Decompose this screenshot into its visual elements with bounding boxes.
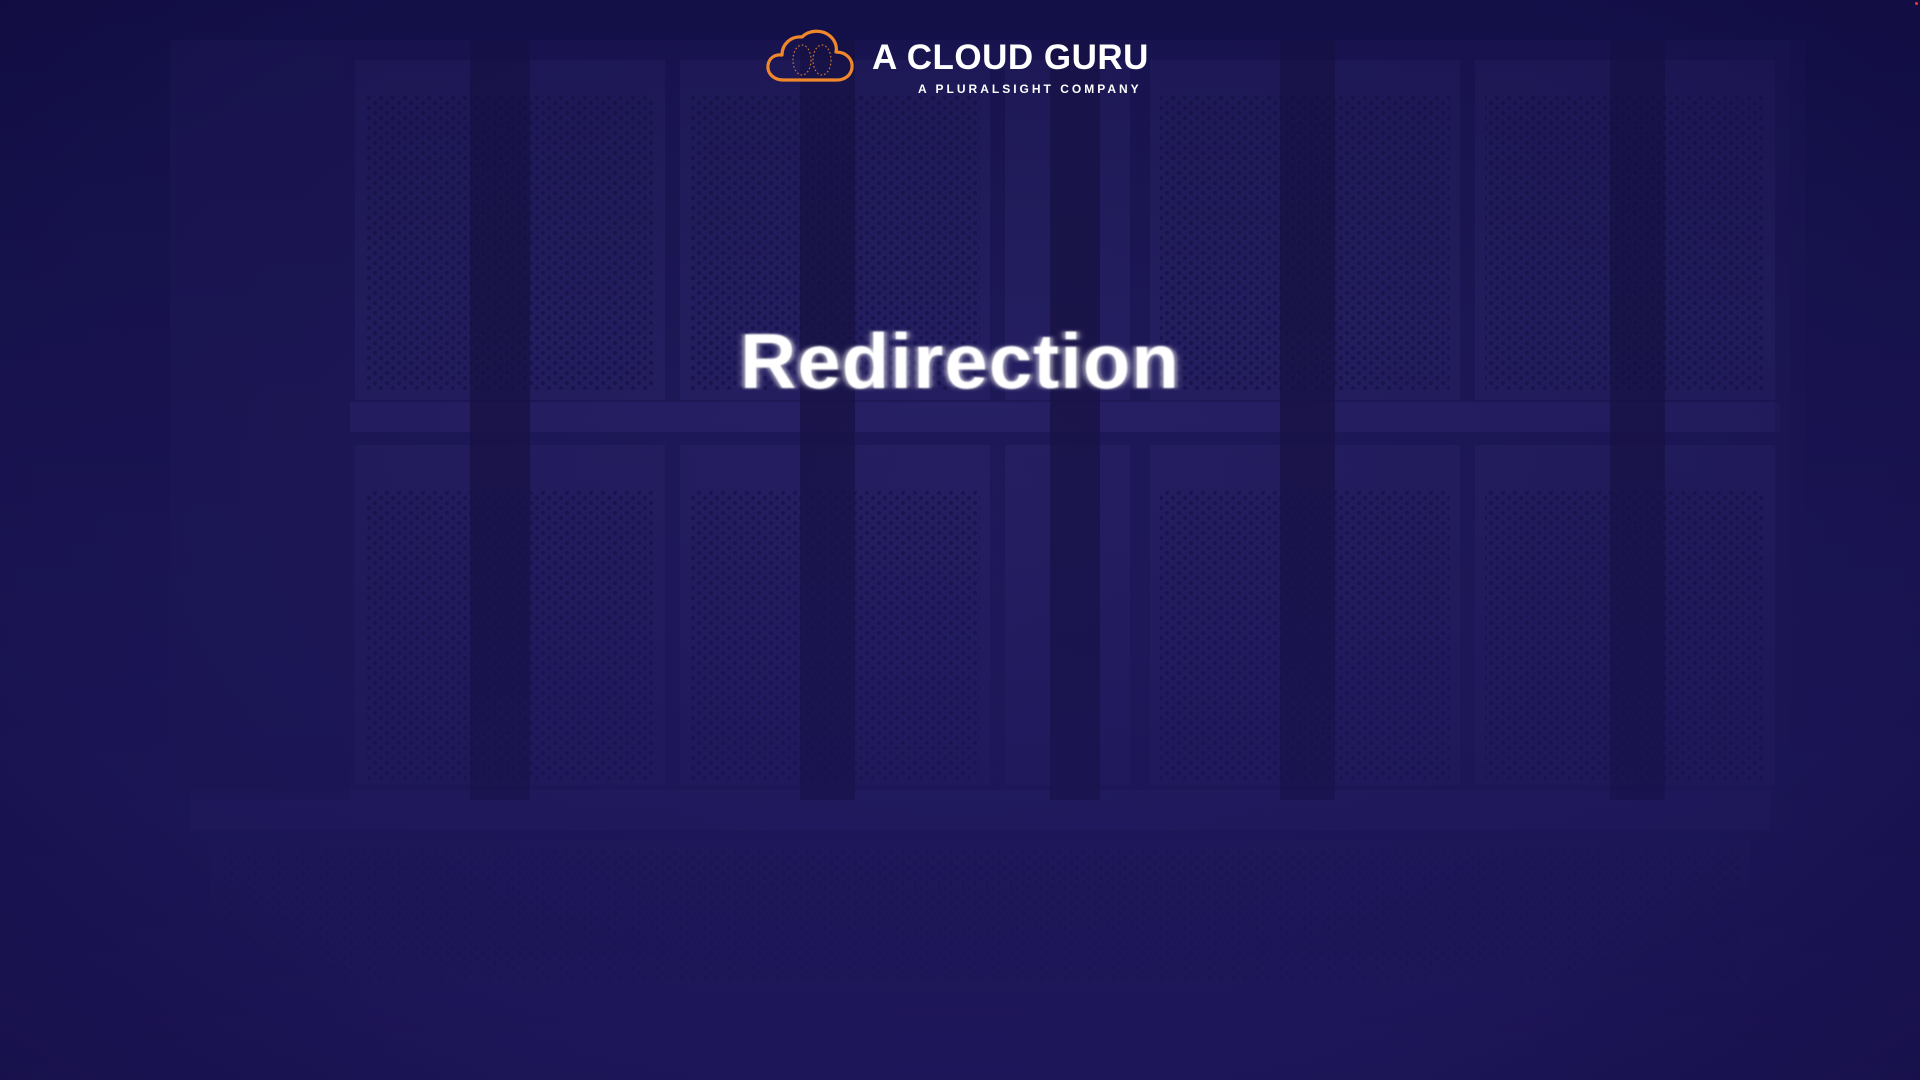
recording-indicator	[1915, 2, 1918, 5]
brand-tagline: A PLURALSIGHT COMPANY	[918, 82, 1142, 96]
brand-logo: A CLOUD GURU A PLURALSIGHT COMPANY	[764, 28, 1164, 100]
slide-title: Redirection	[739, 317, 1181, 405]
brand-name: A CLOUD GURU	[872, 38, 1149, 77]
cloud-icon	[766, 29, 854, 82]
